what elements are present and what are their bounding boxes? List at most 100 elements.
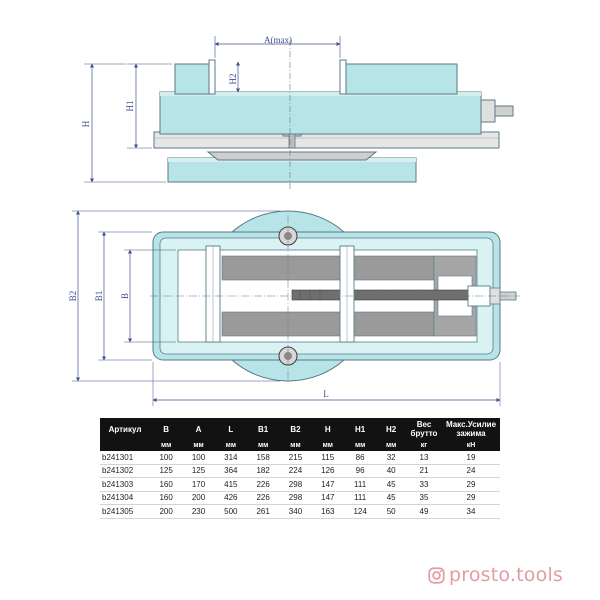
table-cell: 111 [343, 477, 377, 492]
table-cell: 261 [246, 504, 280, 519]
dim-h1-label: H1 [125, 101, 135, 112]
table-cell: b241302 [100, 464, 150, 478]
unit-cell: мм [376, 440, 406, 451]
table-cell: 100 [182, 451, 215, 465]
col-header: A [182, 418, 215, 440]
table-row: b241304 160 200 426 226 298 147 111 45 3… [100, 491, 500, 505]
lead-screw [291, 289, 469, 301]
instagram-icon [428, 566, 445, 584]
dim-l-label: L [323, 389, 329, 399]
table-cell: b241305 [100, 504, 150, 519]
table-cell: 33 [406, 477, 442, 492]
table-cell: 115 [311, 451, 344, 465]
dim-b2-label: B2 [68, 291, 78, 302]
unit-cell [100, 440, 150, 451]
col-header: H [311, 418, 344, 440]
table-cell: 226 [246, 477, 280, 492]
vise-technical-drawing: A(max) H2 H1 H [68, 35, 520, 406]
table-row: b241303 160 170 415 226 298 147 111 45 3… [100, 477, 500, 492]
table-cell: 426 [214, 491, 247, 505]
table-row: b241305 200 230 500 261 340 163 124 50 4… [100, 504, 500, 519]
table-cell: 50 [376, 504, 406, 519]
table-cell: 200 [182, 491, 215, 505]
swivel-neck [206, 151, 378, 161]
table-cell: 24 [442, 464, 500, 478]
spec-table: Артикул B A L B1 B2 H H1 H2 Вес брутто М… [100, 418, 500, 519]
watermark-text: prosto.tools [449, 564, 564, 586]
table-units-row: мм мм мм мм мм мм мм мм кг кН [100, 440, 500, 451]
dim-h-label: H [81, 120, 91, 127]
unit-cell: кг [406, 440, 442, 451]
table-cell: 298 [279, 491, 312, 505]
table-cell: 160 [150, 477, 183, 492]
unit-cell: кН [442, 440, 500, 451]
fixed-jaw-plate [208, 59, 216, 95]
col-header: H2 [376, 418, 406, 440]
screw-spindle [494, 105, 514, 117]
guide-rail-top [221, 255, 435, 281]
table-cell: 29 [442, 477, 500, 492]
dim-h2-label: H2 [228, 74, 238, 85]
table-cell: 100 [150, 451, 183, 465]
unit-cell: мм [311, 440, 344, 451]
table-cell: 224 [279, 464, 312, 478]
table-cell: 314 [214, 451, 247, 465]
table-cell: 125 [150, 464, 183, 478]
col-header: B [150, 418, 183, 440]
table-cell: 45 [376, 491, 406, 505]
col-header: Макс.Усилие зажима [442, 418, 500, 440]
table-cell: 126 [311, 464, 344, 478]
guide-rail-bottom [221, 311, 435, 337]
table-cell: 364 [214, 464, 247, 478]
table-cell: 226 [246, 491, 280, 505]
table-cell: 29 [442, 491, 500, 505]
table-cell: 19 [442, 451, 500, 465]
table-cell: 160 [150, 491, 183, 505]
vise-body [159, 91, 482, 135]
table-cell: 32 [376, 451, 406, 465]
table-cell: 158 [246, 451, 280, 465]
vise-top-view: B B1 B2 L [68, 210, 520, 406]
col-header: B2 [279, 418, 312, 440]
table-cell: 147 [311, 477, 344, 492]
table-cell: b241303 [100, 477, 150, 492]
unit-cell: мм [182, 440, 215, 451]
dim-a-label: A(max) [264, 35, 292, 45]
table-header-row: Артикул B A L B1 B2 H H1 H2 Вес брутто М… [100, 418, 500, 440]
table-cell: 21 [406, 464, 442, 478]
table-cell: 86 [343, 451, 377, 465]
table-cell: 170 [182, 477, 215, 492]
table-row: b241301 100 100 314 158 215 115 86 32 13… [100, 451, 500, 465]
table-cell: 230 [182, 504, 215, 519]
unit-cell: мм [343, 440, 377, 451]
table-cell: b241304 [100, 491, 150, 505]
table-cell: 147 [311, 491, 344, 505]
table-cell: b241301 [100, 451, 150, 465]
fixed-jaw-block [174, 63, 216, 95]
dim-b-label: B [120, 293, 130, 299]
table-cell: 111 [343, 491, 377, 505]
moving-jaw-block [339, 63, 458, 95]
table-cell: 215 [279, 451, 312, 465]
table-cell: 340 [279, 504, 312, 519]
table-cell: 200 [150, 504, 183, 519]
col-header: L [214, 418, 247, 440]
table-cell: 415 [214, 477, 247, 492]
table-cell: 45 [376, 477, 406, 492]
table-row: b241302 125 125 364 182 224 126 96 40 21… [100, 464, 500, 478]
table-cell: 500 [214, 504, 247, 519]
col-header: Артикул [100, 418, 150, 440]
vise-side-view: A(max) H2 H1 H [81, 35, 514, 190]
unit-cell: мм [246, 440, 280, 451]
table-cell: 163 [311, 504, 344, 519]
unit-cell: мм [214, 440, 247, 451]
table-cell: 298 [279, 477, 312, 492]
dim-b1-label: B1 [94, 291, 104, 302]
watermark: prosto.tools [428, 564, 563, 586]
table-cell: 13 [406, 451, 442, 465]
unit-cell: мм [150, 440, 183, 451]
col-header: B1 [246, 418, 280, 440]
table-cell: 35 [406, 491, 442, 505]
table-cell: 125 [182, 464, 215, 478]
table-cell: 124 [343, 504, 377, 519]
